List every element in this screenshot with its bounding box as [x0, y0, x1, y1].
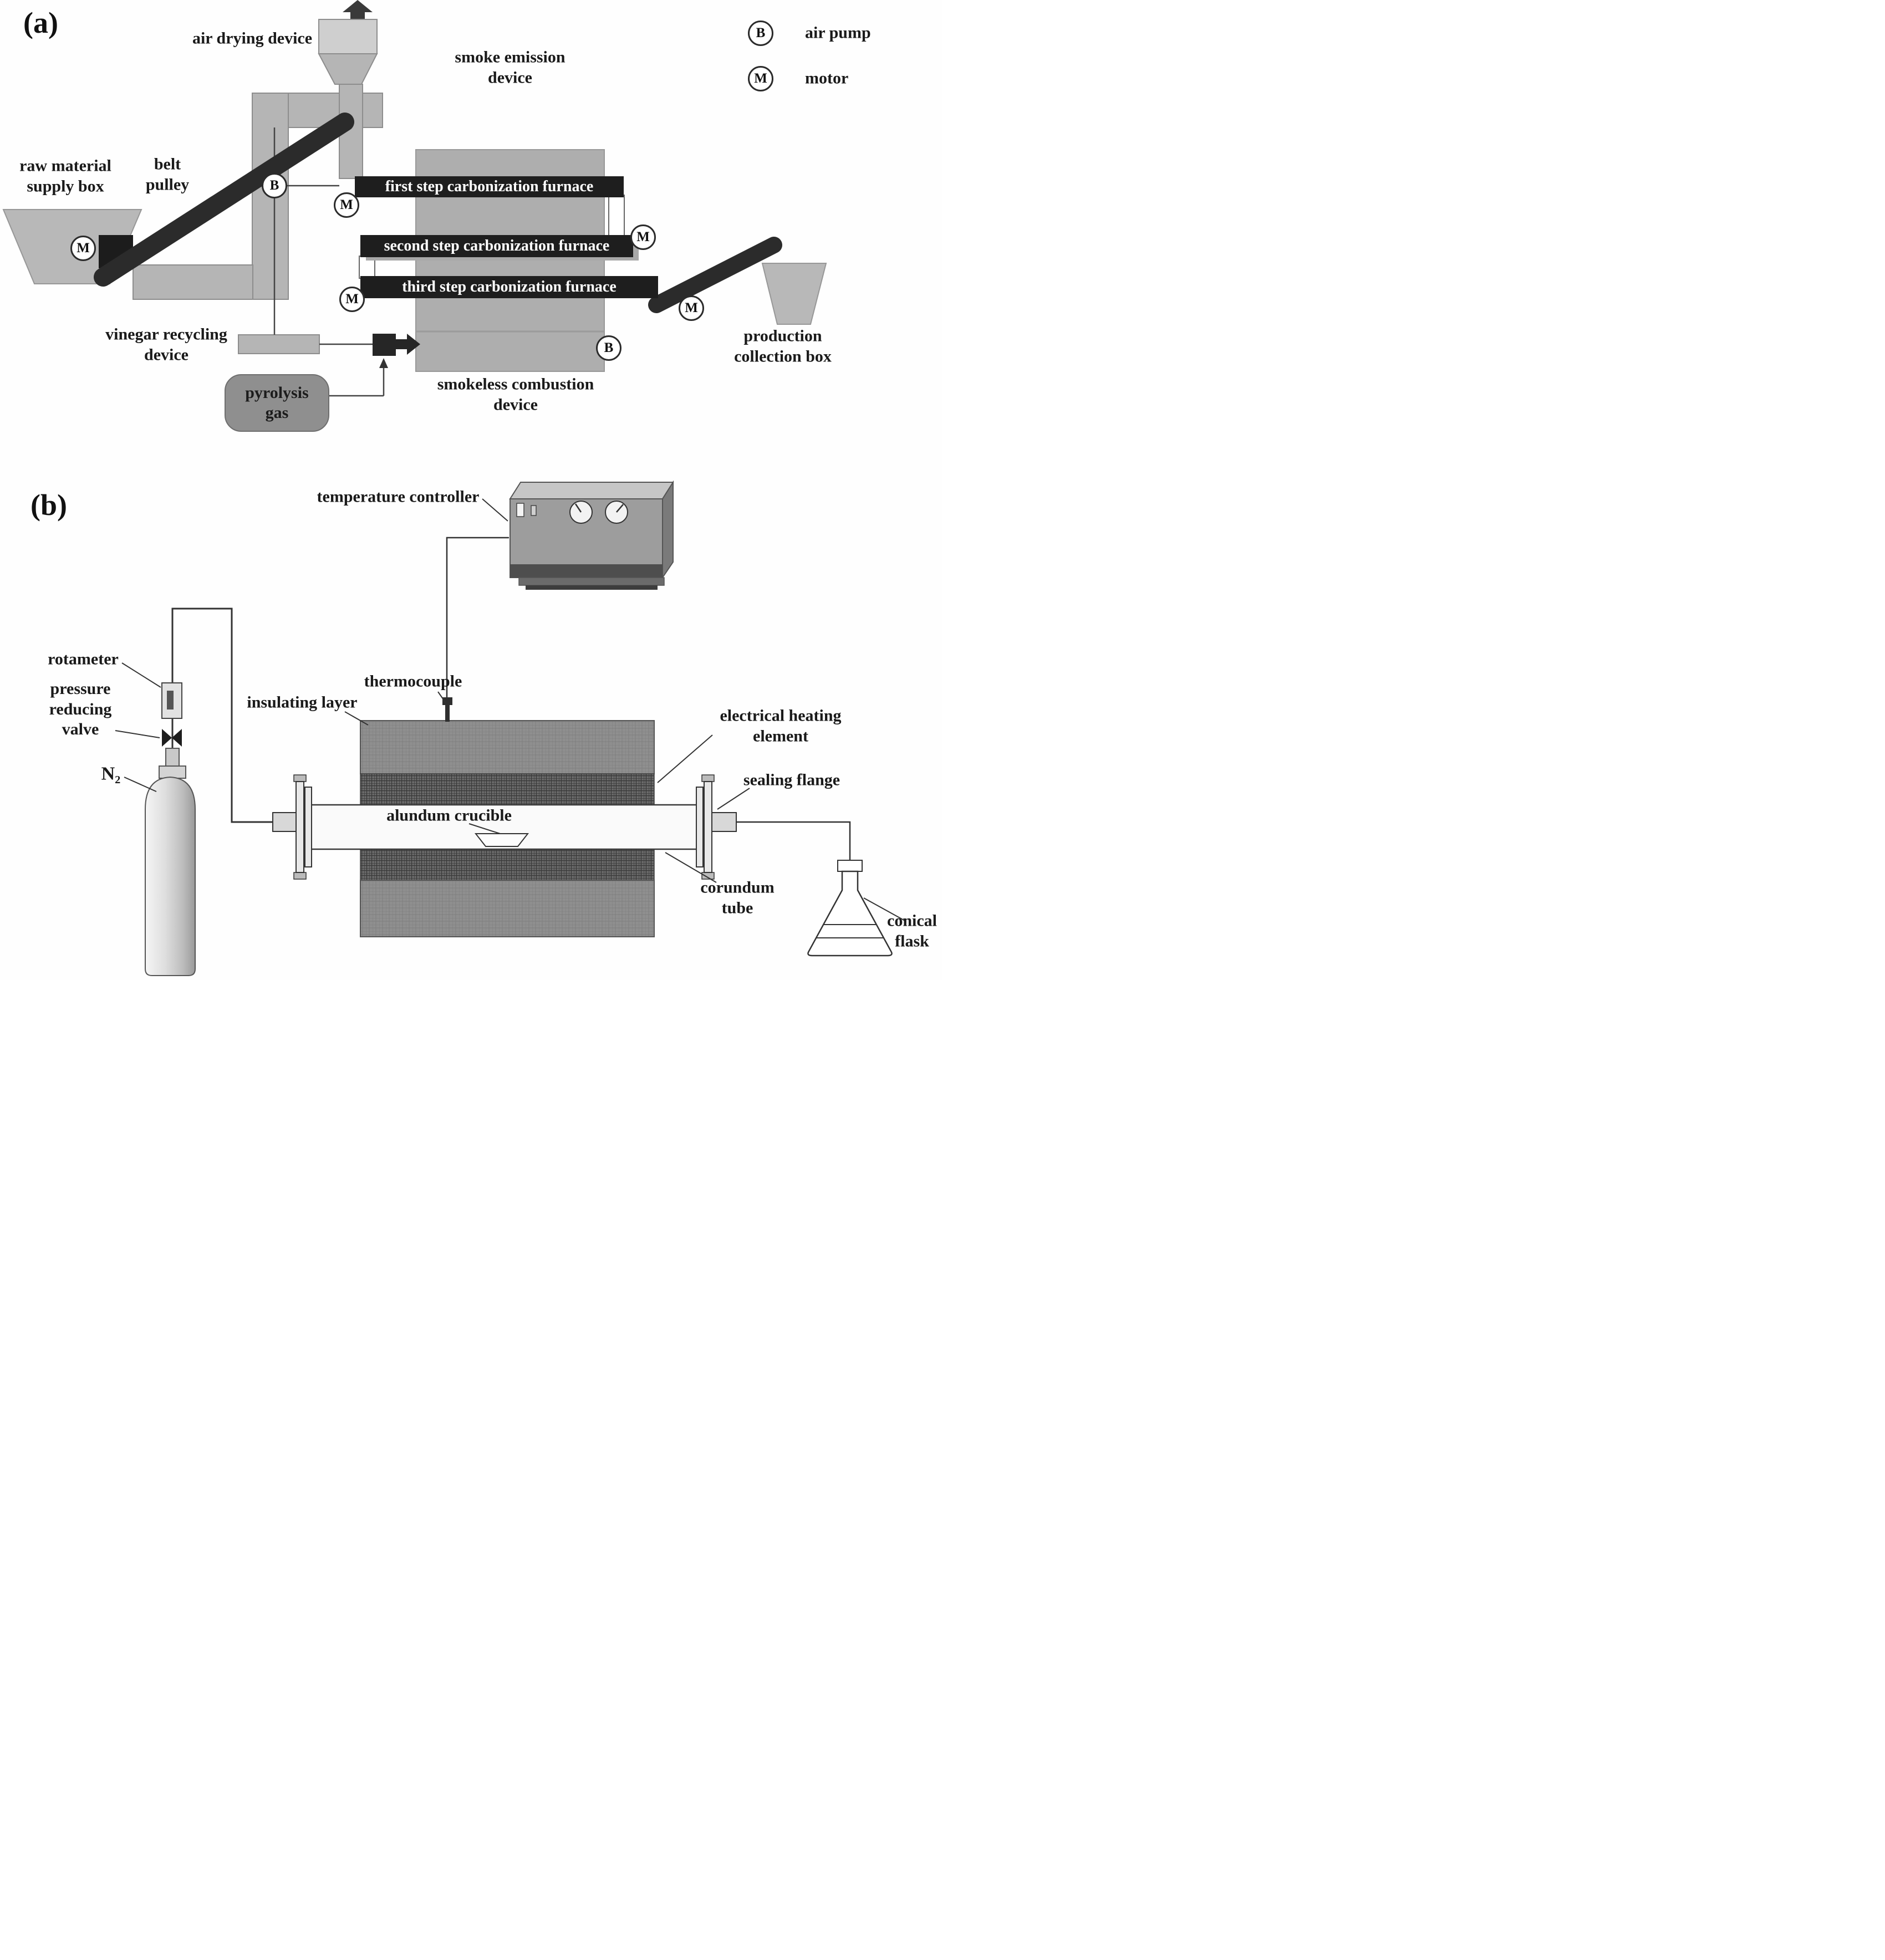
- conical-flask-shape: [807, 870, 893, 957]
- flask-joint: [837, 860, 863, 872]
- legend-motor-label: motor: [805, 69, 849, 88]
- pyrolysis-gas-box: pyrolysis gas: [225, 374, 329, 432]
- air-pump-symbol: B: [596, 335, 621, 361]
- controller-power-indicator: [516, 503, 524, 517]
- rotameter-float: [167, 691, 174, 710]
- valve-right: [172, 729, 182, 747]
- thermocouple-label: thermocouple: [364, 672, 462, 691]
- controller-side-face: [662, 480, 674, 580]
- leader-lines: [115, 498, 906, 922]
- first-carbonization-furnace: first step carbonization furnace: [355, 176, 624, 197]
- controller-foot: [526, 585, 658, 590]
- furnace-connector-left: [359, 256, 375, 279]
- panel-b-shapes: [115, 480, 906, 976]
- injection-arrow-head: [407, 334, 420, 355]
- electrical-heating-element-label: electrical heating element: [720, 706, 842, 745]
- gas-valve-box: [373, 334, 396, 356]
- production-collection-box-label: production collection box: [734, 326, 832, 365]
- third-carbonization-furnace: third step carbonization furnace: [360, 276, 658, 298]
- cylinder-collar: [159, 765, 186, 779]
- legend-air-pump-symbol: B: [748, 21, 773, 46]
- controller-switch: [531, 505, 537, 516]
- flask-liquid-lines: [816, 924, 884, 938]
- pipe-lines: [273, 127, 385, 397]
- legend-air-pump-label: air pump: [805, 23, 871, 42]
- sealing-flange-right-outer: [704, 781, 712, 873]
- insulating-layer-top: [360, 720, 655, 774]
- legend-motor-symbol: M: [748, 66, 773, 91]
- flange-bolt: [293, 774, 307, 782]
- nitrogen-cylinder: [145, 776, 196, 976]
- nitrogen-label: N₂: [101, 763, 121, 784]
- motor-symbol: M: [339, 287, 365, 312]
- tube-outlet-stub: [711, 812, 737, 832]
- pressure-reducing-valve-label: pressure reducing valve: [49, 680, 112, 739]
- valve-left: [162, 729, 172, 747]
- heating-element-bottom: [360, 848, 655, 881]
- raw-material-supply-box-label: raw material supply box: [19, 156, 111, 195]
- insulating-layer-bottom: [360, 880, 655, 937]
- diagram-shapes: [2, 0, 906, 976]
- controller-top-face: [509, 482, 674, 499]
- motor-symbol: M: [679, 295, 704, 321]
- panel-b-tag: (b): [30, 488, 67, 522]
- sealing-flange-left-outer: [296, 781, 304, 873]
- flange-bolt: [293, 872, 307, 880]
- belt-pulley-label: belt pulley: [145, 155, 190, 193]
- pyrolysis-gas-label: pyrolysis gas: [245, 384, 309, 422]
- injection-arrow-shaft: [396, 339, 407, 349]
- motor-symbol: M: [630, 224, 656, 250]
- vinegar-recycling-bar: [238, 334, 320, 354]
- thermocouple-wire: [446, 537, 509, 701]
- smoke-arrow-head: [343, 0, 373, 12]
- smoke-emission-box: [318, 19, 378, 54]
- air-pump-symbol: B: [262, 173, 287, 198]
- dial-needle: [574, 503, 582, 513]
- smoke-emission-funnel: [318, 53, 378, 85]
- belt-pulley-belt: [94, 113, 354, 287]
- second-carbonization-furnace: second step carbonization furnace: [360, 235, 633, 257]
- vinegar-recycling-device-label: vinegar recycling device: [105, 325, 227, 364]
- alundum-crucible-shape: [474, 833, 529, 847]
- controller-base: [518, 577, 665, 586]
- sealing-flange-left-inner: [304, 787, 312, 867]
- thermocouple-probe: [445, 705, 450, 722]
- gas-arrow-up: [379, 358, 388, 368]
- motor-symbol: M: [334, 192, 359, 218]
- insulating-layer-label: insulating layer: [247, 693, 358, 712]
- nitrogen-gas-line: [171, 608, 273, 823]
- alundum-crucible-label: alundum crucible: [386, 806, 512, 825]
- sealing-flange-right-inner: [696, 787, 704, 867]
- furnace-connector-right: [608, 195, 625, 238]
- rotameter-label: rotameter: [48, 650, 119, 668]
- panel-a-tag: (a): [23, 6, 58, 39]
- tube-inlet-stub: [272, 812, 297, 832]
- discharge-belt: [648, 237, 782, 313]
- motor-symbol: M: [70, 236, 96, 261]
- outlet-line: [736, 821, 851, 862]
- air-drying-duct-bottom: [133, 264, 253, 300]
- sealing-flange-label: sealing flange: [743, 770, 840, 789]
- temperature-controller-label: temperature controller: [317, 487, 480, 506]
- heating-element-top: [360, 773, 655, 807]
- air-drying-device-label: air drying device: [192, 29, 313, 48]
- flange-bolt: [701, 774, 715, 782]
- smoke-emission-device-label: smoke emission device: [455, 48, 566, 86]
- dial-needle: [616, 504, 624, 513]
- figure-canvas: (a) air drying device smoke emission dev…: [0, 0, 942, 980]
- controller-dark-strip: [510, 564, 663, 578]
- cylinder-neck: [165, 748, 180, 768]
- thermocouple-head: [442, 697, 452, 705]
- conical-flask-label: conical flask: [887, 911, 937, 950]
- production-collection-box-shape: [761, 263, 827, 325]
- corundum-tube-label: corundum tube: [700, 878, 775, 917]
- smokeless-combustion-device-label: smokeless combustion device: [437, 375, 594, 414]
